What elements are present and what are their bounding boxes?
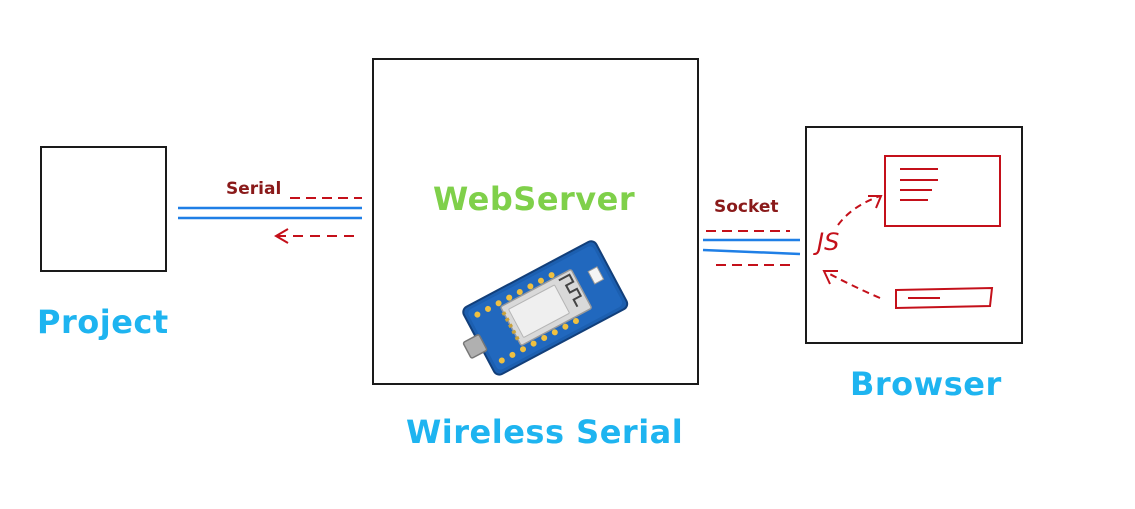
esp8266-board-icon: [462, 240, 629, 376]
js-to-page-arrowhead: [868, 195, 883, 209]
page-window-sketch: [884, 155, 1001, 227]
socket-label: Socket: [714, 197, 779, 217]
wireless-serial-label: Wireless Serial: [406, 413, 684, 451]
serial-connection: [178, 197, 362, 244]
input-to-js-arrowhead: [822, 270, 838, 285]
socket-connection: [702, 230, 801, 266]
input-to-js-dashed: [825, 271, 881, 299]
browser-sketch: JS: [813, 155, 1001, 310]
socket-wire-bottom: [702, 248, 801, 256]
js-label: JS: [813, 228, 839, 256]
browser-label: Browser: [850, 365, 1002, 403]
webserver-label: WebServer: [433, 180, 636, 218]
input-field-sketch: [895, 286, 994, 310]
serial-label: Serial: [226, 179, 282, 199]
js-to-page-dashed: [837, 195, 881, 226]
project-box: [40, 146, 167, 272]
serial-arrow-head: [274, 228, 289, 244]
project-label: Project: [37, 303, 169, 341]
browser-box: [805, 126, 1023, 344]
